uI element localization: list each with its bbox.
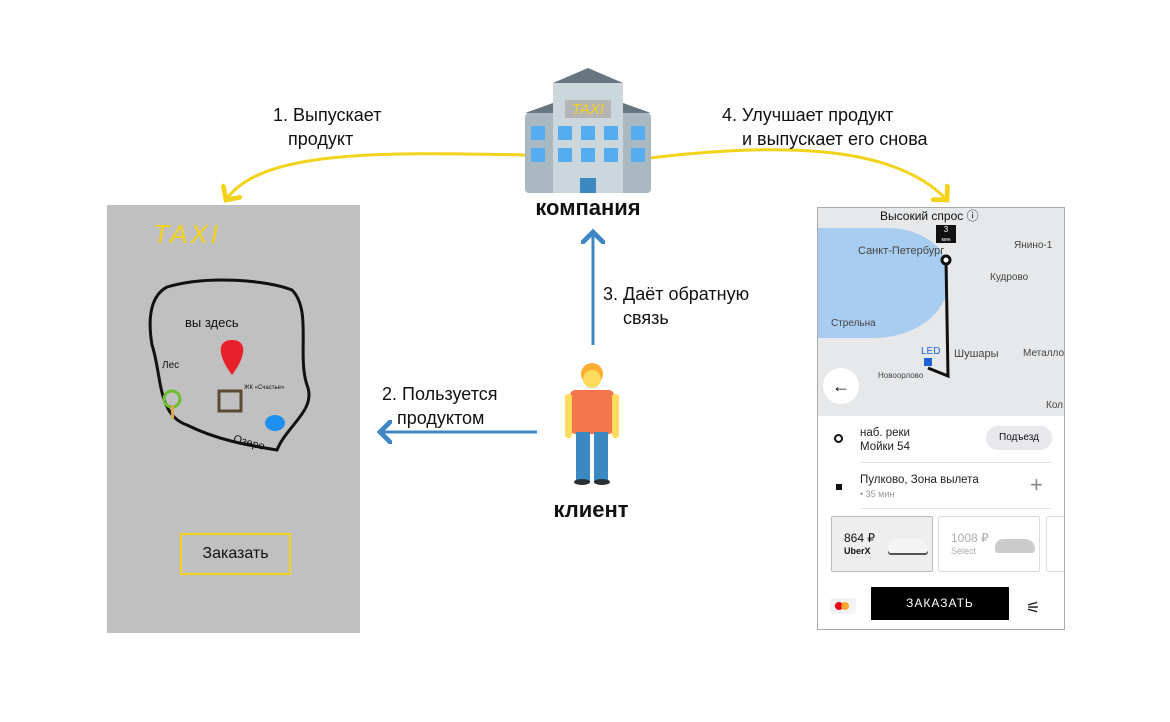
forest-label: Лес — [162, 360, 180, 371]
destination-square-icon — [836, 484, 842, 490]
step3-label: 3. Даёт обратную связь — [603, 284, 750, 328]
divider — [860, 508, 1052, 509]
tariff-name: UberX — [844, 546, 871, 556]
map-label: Санкт-Петербург — [858, 245, 945, 257]
destination-address[interactable]: Пулково, Зона вылета• 35 мин — [860, 474, 979, 499]
step2-label: 2. Пользуется продуктом — [382, 384, 498, 428]
map-label: Стрельна — [831, 318, 876, 329]
settings-sliders-icon[interactable]: ⚟ — [1026, 600, 1041, 617]
high-demand-header: Высокий спрос ⓘ — [880, 209, 979, 223]
company-label: компания — [535, 195, 641, 220]
client-person-icon — [565, 363, 619, 485]
divider — [860, 462, 1052, 463]
tariff-card-uberx[interactable]: 864 ₽ UberX — [831, 516, 933, 572]
map-label: Шушары — [954, 348, 999, 360]
map-label: Кол — [1046, 400, 1064, 411]
add-stop-icon[interactable]: + — [1030, 472, 1043, 497]
map-label: LED — [921, 346, 941, 357]
pickup-dot-icon — [834, 434, 843, 443]
tariff-price: 864 ₽ — [844, 531, 875, 545]
company-building-icon: TAXI — [525, 68, 651, 193]
tariff-price: 1008 ₽ — [951, 531, 989, 545]
old-app-screen: TAXI вы здесь Лес ЖК «Счастье» Озеро Зак… — [107, 205, 360, 633]
you-are-here-label: вы здесь — [185, 315, 239, 330]
arrow-release — [226, 152, 527, 200]
tariff-card-more[interactable] — [1046, 516, 1064, 572]
arrow-improve — [649, 148, 947, 200]
map-label: Кудрово — [990, 272, 1029, 283]
hand-drawn-map — [148, 278, 311, 452]
map-label: Новоорлово — [878, 371, 924, 380]
entrance-button[interactable]: Подъезд — [986, 426, 1052, 450]
old-order-button[interactable]: Заказать — [180, 533, 291, 575]
map-label: Янино-1 — [1014, 240, 1053, 251]
step1-label: 1. Выпускает продукт — [273, 105, 382, 149]
client-label: клиент — [553, 497, 629, 522]
mastercard-icon[interactable] — [830, 598, 856, 614]
car-icon — [995, 539, 1035, 553]
order-button[interactable]: ЗАКАЗАТЬ — [871, 587, 1009, 620]
old-app-logo: TAXI — [153, 219, 221, 249]
map-label: Металлострой — [1023, 348, 1064, 359]
complex-label: ЖК «Счастье» — [244, 385, 285, 391]
tariff-name: Select — [951, 546, 977, 556]
building-sign: TAXI — [572, 101, 604, 118]
car-icon — [888, 539, 928, 553]
back-arrow-icon[interactable]: ← — [823, 368, 859, 404]
tariff-card-select[interactable]: 1008 ₽ Select — [938, 516, 1040, 572]
step4-label: 4. Улучшает продукт и выпускает его снов… — [722, 105, 928, 149]
